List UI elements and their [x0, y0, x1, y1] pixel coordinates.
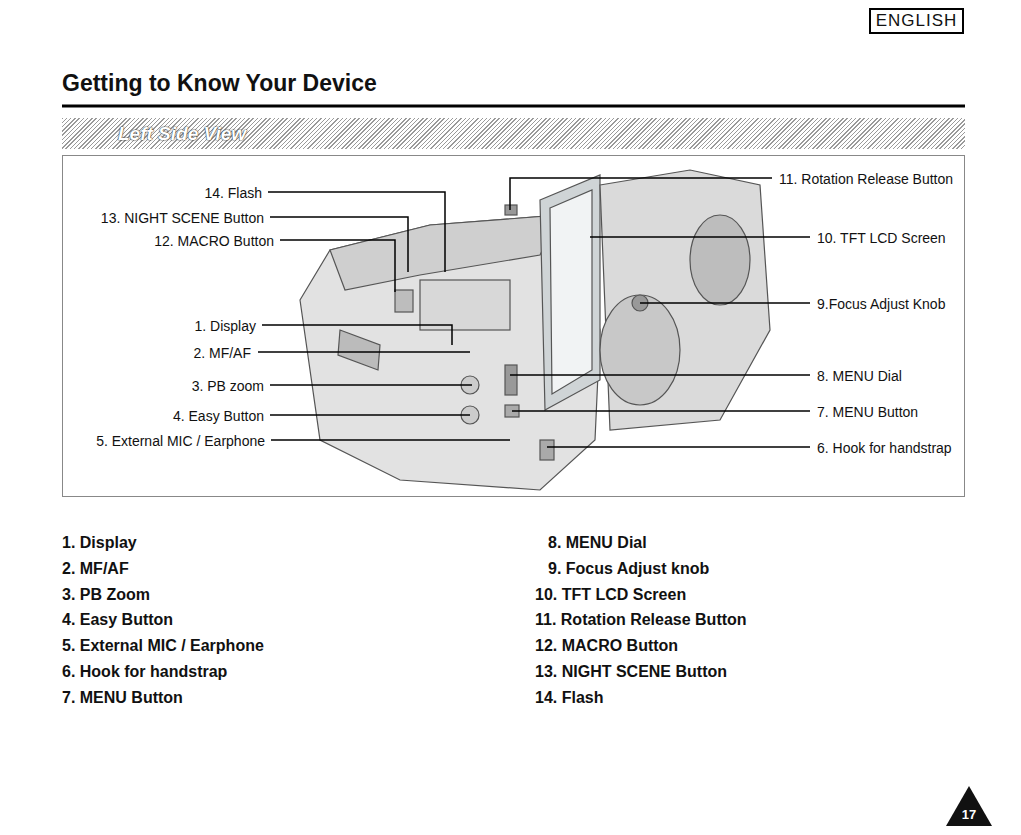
- part-list-item: 9. Focus Adjust knob: [548, 559, 709, 579]
- callout-label: 6. Hook for handstrap: [817, 440, 952, 456]
- callout-label: 11. Rotation Release Button: [779, 171, 953, 187]
- part-list-item: 1. Display: [62, 533, 137, 553]
- callout-label: 2. MF/AF: [193, 345, 251, 361]
- triangle-fill: [946, 786, 992, 826]
- part-list-item: 12. MACRO Button: [535, 636, 678, 656]
- callout-label: 1. Display: [195, 318, 256, 334]
- node-text: 17: [962, 807, 976, 822]
- node-text: ENGLISH: [876, 11, 958, 31]
- page-number-triangle: 17: [946, 786, 992, 826]
- callout-label: 5. External MIC / Earphone: [96, 433, 265, 449]
- part-list-item: 8. MENU Dial: [548, 533, 647, 553]
- camcorder-illustration: [300, 170, 770, 490]
- part-list-item: 11. Rotation Release Button: [535, 610, 747, 630]
- callout-label: 12. MACRO Button: [154, 233, 274, 249]
- part-list-item: 3. PB Zoom: [62, 585, 150, 605]
- language-box: ENGLISH: [869, 8, 964, 34]
- illustration-frame: 14. Flash 13. NIGHT SCENE Button 12. MACRO…: [62, 155, 965, 497]
- part-list-item: 10. TFT LCD Screen: [535, 585, 686, 605]
- callout-label: 13. NIGHT SCENE Button: [101, 210, 264, 226]
- part-list-item: 4. Easy Button: [62, 610, 173, 630]
- callout-label: 10. TFT LCD Screen: [817, 230, 946, 246]
- part-list-item: 13. NIGHT SCENE Button: [535, 662, 727, 682]
- callout-label: 4. Easy Button: [173, 408, 264, 424]
- page-title: Getting to Know Your Device: [62, 70, 377, 97]
- title-rule: [62, 105, 965, 108]
- part-list-item: 2. MF/AF: [62, 559, 129, 579]
- part-list-item: 7. MENU Button: [62, 688, 183, 708]
- callout-label: 3. PB zoom: [192, 378, 264, 394]
- node-text: Left Side View: [118, 123, 246, 145]
- part-list-item: 5. External MIC / Earphone: [62, 636, 264, 656]
- callout-label: 7. MENU Button: [817, 404, 918, 420]
- callout-label: 14. Flash: [204, 185, 262, 201]
- callout-label: 8. MENU Dial: [817, 368, 902, 384]
- part-list-item: 6. Hook for handstrap: [62, 662, 227, 682]
- section-band: Left Side View: [62, 118, 965, 149]
- callout-label: 9.Focus Adjust Knob: [817, 296, 945, 312]
- part-list-item: 14. Flash: [535, 688, 603, 708]
- leader-lines: [258, 178, 810, 447]
